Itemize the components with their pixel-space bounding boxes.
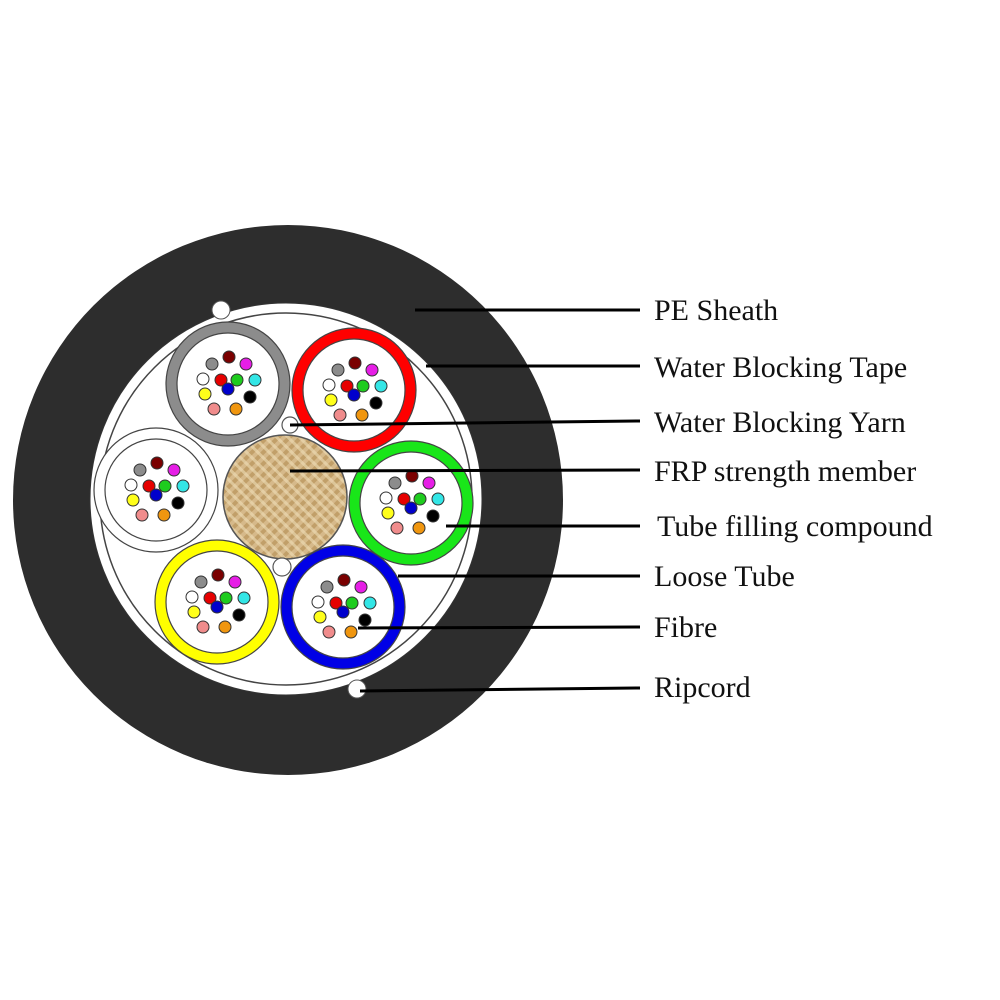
fibre-green (158, 479, 172, 493)
fibre-blue (347, 388, 361, 402)
fibre-green (345, 596, 359, 610)
loose-tube-white (93, 427, 219, 553)
fibre-gray (320, 580, 334, 594)
fibre-violet (167, 463, 181, 477)
fibre-green (230, 373, 244, 387)
fibre-brown (348, 356, 362, 370)
fibre-violet (228, 575, 242, 589)
loose-tube-blue (280, 544, 406, 670)
fibre-red (340, 379, 354, 393)
fibre-blue (404, 501, 418, 515)
fibre-yellow (381, 506, 395, 520)
fibre-yellow (187, 605, 201, 619)
leader-line-ripcord (359, 686, 641, 693)
loose-tube-yellow (154, 539, 280, 665)
fibre-green (413, 492, 427, 506)
fibre-yellow (313, 610, 327, 624)
fibre-brown (222, 350, 236, 364)
fibre-red (397, 492, 411, 506)
label-frp-strength-member: FRP strength member (654, 455, 916, 488)
fibre-brown (211, 568, 225, 582)
fibre-rose (207, 402, 221, 416)
fibre-red (142, 479, 156, 493)
leader-line-water-blocking-yarn (289, 419, 641, 427)
ripcord (211, 300, 231, 320)
label-ripcord: Ripcord (654, 671, 751, 704)
water-blocking-yarn (272, 557, 292, 577)
fibre-brown (150, 456, 164, 470)
fibre-rose (135, 508, 149, 522)
fibre-green (219, 591, 233, 605)
loose-tube-gray (165, 321, 291, 447)
fibre-red (203, 591, 217, 605)
fibre-black (232, 608, 246, 622)
fibre-blue (149, 488, 163, 502)
fibre-aqua (237, 591, 251, 605)
loose-tube-red (291, 327, 417, 453)
fibre-white (311, 595, 325, 609)
fibre-blue (336, 605, 350, 619)
label-water-blocking-yarn: Water Blocking Yarn (654, 406, 906, 439)
fibre-white (379, 491, 393, 505)
fibre-aqua (176, 479, 190, 493)
fibre-rose (196, 620, 210, 634)
fibre-gray (205, 357, 219, 371)
leader-line-frp-strength-member (289, 468, 641, 473)
fibre-gray (133, 463, 147, 477)
fibre-orange (229, 402, 243, 416)
fibre-gray (388, 476, 402, 490)
fibre-yellow (324, 393, 338, 407)
leader-lines (289, 308, 641, 693)
fibre-orange (157, 508, 171, 522)
ripcord (347, 679, 367, 699)
fibre-black (358, 613, 372, 627)
fibre-white (322, 378, 336, 392)
fibre-blue (221, 382, 235, 396)
fibre-orange (355, 408, 369, 422)
fibre-yellow (126, 493, 140, 507)
fibre-aqua (248, 373, 262, 387)
fibre-violet (365, 363, 379, 377)
fibre-black (369, 396, 383, 410)
fibre-white (124, 478, 138, 492)
fibre-white (185, 590, 199, 604)
fibre-blue (210, 600, 224, 614)
fibre-gray (331, 363, 345, 377)
fibre-rose (333, 408, 347, 422)
label-loose-tube: Loose Tube (654, 560, 795, 593)
leader-line-fibre (357, 625, 641, 630)
fibre-aqua (374, 379, 388, 393)
fibre-orange (412, 521, 426, 535)
fibre-gray (194, 575, 208, 589)
fibre-orange (344, 625, 358, 639)
fibre-black (426, 509, 440, 523)
fibre-brown (337, 573, 351, 587)
fibre-violet (239, 357, 253, 371)
label-tube-filling-compound: Tube filling compound (657, 510, 933, 543)
label-fibre: Fibre (654, 611, 717, 644)
fibre-aqua (363, 596, 377, 610)
fibre-violet (354, 580, 368, 594)
label-pe-sheath: PE Sheath (654, 294, 778, 327)
fibre-black (171, 496, 185, 510)
fibre-black (243, 390, 257, 404)
fibre-rose (322, 625, 336, 639)
fibre-rose (390, 521, 404, 535)
label-water-blocking-tape: Water Blocking Tape (654, 351, 907, 384)
fibre-violet (422, 476, 436, 490)
fibre-red (329, 596, 343, 610)
fibre-aqua (431, 492, 445, 506)
loose-tube-green (348, 440, 474, 566)
fibre-red (214, 373, 228, 387)
fibre-orange (218, 620, 232, 634)
fibre-yellow (198, 387, 212, 401)
frp-strength-member (222, 434, 348, 560)
fibre-green (356, 379, 370, 393)
fibre-white (196, 372, 210, 386)
